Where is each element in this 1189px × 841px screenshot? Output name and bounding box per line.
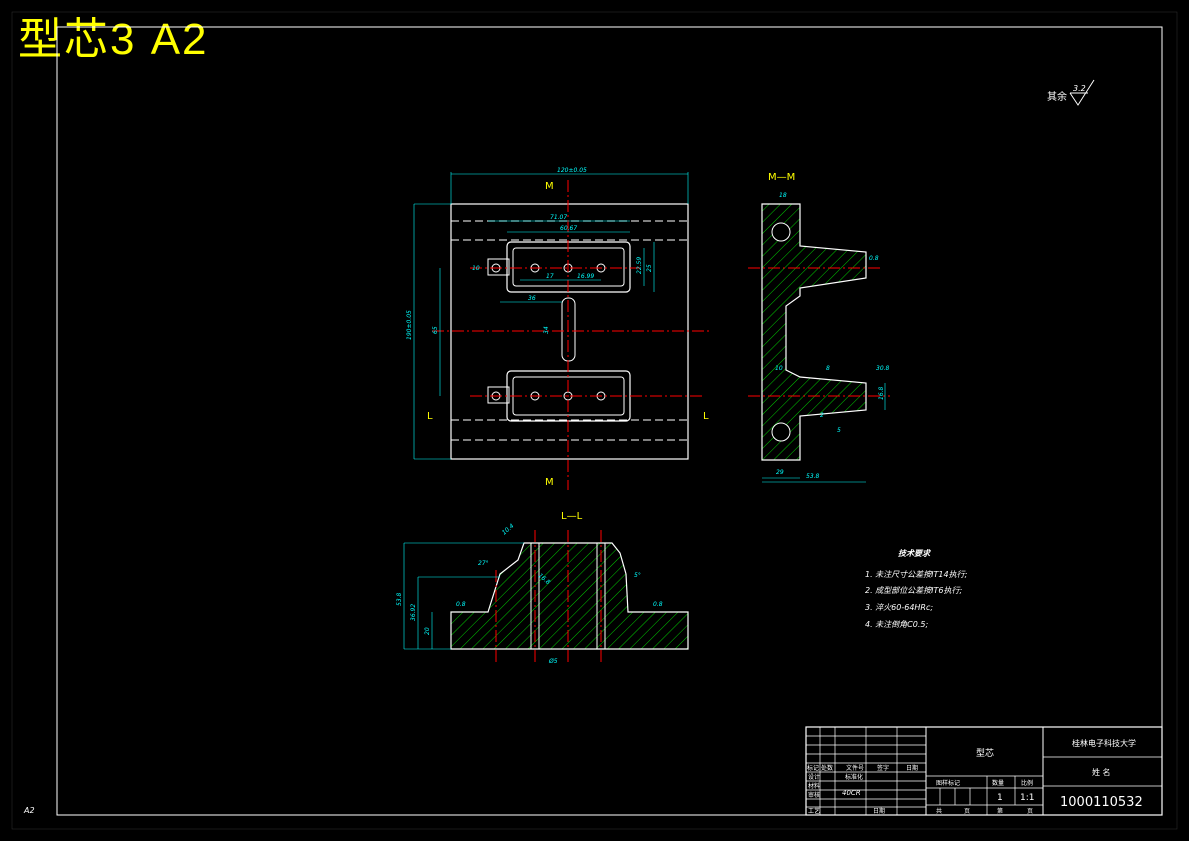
svg-text:共: 共 — [936, 807, 942, 815]
svg-text:5°: 5° — [634, 572, 641, 579]
outer-trim — [11, 11, 1178, 830]
svg-text:71.07: 71.07 — [550, 214, 567, 221]
svg-text:30.8: 30.8 — [876, 365, 890, 372]
svg-text:M: M — [545, 477, 554, 488]
svg-text:16.99: 16.99 — [577, 273, 594, 280]
svg-text:页: 页 — [964, 808, 970, 815]
svg-text:120±0.05: 120±0.05 — [557, 167, 587, 174]
svg-text:4. 未注倒角C0.5;: 4. 未注倒角C0.5; — [865, 620, 928, 629]
svg-text:处数: 处数 — [821, 764, 833, 772]
sheet-size-code: A2 — [24, 806, 35, 815]
title-block-text: 型芯 桂林电子科技大学 姓 名 1000110532 40CR 标记 处数 文件… — [807, 738, 1143, 815]
svg-text:60.67: 60.67 — [560, 225, 577, 232]
top-view: M M L L 120±0.05 71.07 60.67 17 16.99 36… — [406, 167, 710, 490]
svg-text:29: 29 — [776, 469, 784, 476]
svg-text:53.8: 53.8 — [806, 473, 820, 480]
svg-text:25: 25 — [646, 264, 653, 272]
svg-text:8: 8 — [826, 365, 830, 372]
drafter-label: 姓 名 — [1092, 767, 1111, 777]
svg-text:53.8: 53.8 — [396, 592, 403, 606]
section-l-l: L—L 53.8 36.92 20 27° 0.8 0.8 Ø5 5° 10.4… — [396, 511, 689, 665]
svg-text:数量: 数量 — [992, 779, 1004, 787]
svg-text:标记: 标记 — [807, 764, 819, 772]
svg-text:材料: 材料 — [808, 782, 820, 790]
svg-text:0.8: 0.8 — [653, 601, 663, 608]
svg-text:16.8: 16.8 — [878, 386, 885, 400]
svg-text:第: 第 — [997, 807, 1003, 815]
school-name: 桂林电子科技大学 — [1072, 738, 1136, 748]
svg-text:65: 65 — [432, 326, 439, 334]
svg-text:36.92: 36.92 — [410, 604, 417, 621]
svg-text:比例: 比例 — [1021, 779, 1033, 787]
svg-text:L—L: L—L — [561, 511, 583, 522]
svg-text:图样标记: 图样标记 — [936, 779, 960, 787]
drawing-title: 型芯3 A2 — [18, 15, 209, 64]
svg-text:5: 5 — [837, 427, 841, 434]
svg-text:20: 20 — [424, 627, 431, 635]
svg-text:L: L — [427, 411, 433, 422]
svg-text:Ø5: Ø5 — [548, 658, 558, 665]
svg-text:签字: 签字 — [877, 764, 889, 772]
svg-text:1. 未注尺寸公差按IT14执行;: 1. 未注尺寸公差按IT14执行; — [865, 570, 968, 579]
svg-text:10.4: 10.4 — [501, 522, 516, 536]
svg-text:设计: 设计 — [808, 773, 820, 781]
svg-text:36: 36 — [528, 295, 536, 302]
svg-text:2. 成型部位公差按IT6执行;: 2. 成型部位公差按IT6执行; — [865, 586, 963, 595]
svg-text:0.8: 0.8 — [869, 255, 879, 262]
svg-text:2: 2 — [820, 412, 824, 419]
drawing-frame — [56, 26, 1163, 816]
svg-text:其余: 其余 — [1047, 90, 1067, 103]
svg-text:0.8: 0.8 — [456, 601, 466, 608]
svg-text:技术要求: 技术要求 — [898, 549, 932, 558]
scale-value: 1:1 — [1020, 793, 1034, 803]
svg-text:10: 10 — [775, 365, 783, 372]
material-value: 40CR — [842, 789, 861, 797]
part-name: 型芯 — [976, 747, 994, 759]
svg-text:工艺: 工艺 — [808, 807, 820, 815]
svg-text:18: 18 — [779, 192, 787, 199]
svg-text:190±0.05: 190±0.05 — [406, 310, 413, 340]
drawing-number: 1000110532 — [1060, 795, 1143, 810]
svg-text:文件号: 文件号 — [846, 764, 864, 772]
technical-requirements: 技术要求 1. 未注尺寸公差按IT14执行; 2. 成型部位公差按IT6执行; … — [865, 549, 968, 629]
svg-text:17: 17 — [546, 273, 554, 280]
roughness-symbol: 其余 3.2 — [1047, 79, 1095, 106]
svg-text:22.59: 22.59 — [636, 257, 643, 274]
svg-text:34: 34 — [543, 326, 550, 334]
svg-text:3. 淬火60-64HRc;: 3. 淬火60-64HRc; — [865, 603, 933, 612]
svg-text:审核: 审核 — [808, 791, 820, 799]
svg-text:日期: 日期 — [906, 764, 918, 772]
svg-text:3.2: 3.2 — [1073, 84, 1086, 93]
title-block — [805, 726, 1163, 816]
svg-text:日期: 日期 — [873, 807, 885, 815]
svg-text:M: M — [545, 181, 554, 192]
svg-text:页: 页 — [1027, 808, 1033, 815]
svg-text:27°: 27° — [478, 560, 489, 567]
svg-text:标准化: 标准化 — [845, 773, 863, 781]
svg-text:M—M: M—M — [768, 172, 795, 183]
svg-text:10: 10 — [472, 265, 480, 272]
quantity-value: 1 — [997, 793, 1003, 803]
section-m-m: M—M 29 53.8 30.8 16.8 18 0.8 10 8 2 5 — [748, 172, 890, 483]
svg-text:L: L — [703, 411, 709, 422]
